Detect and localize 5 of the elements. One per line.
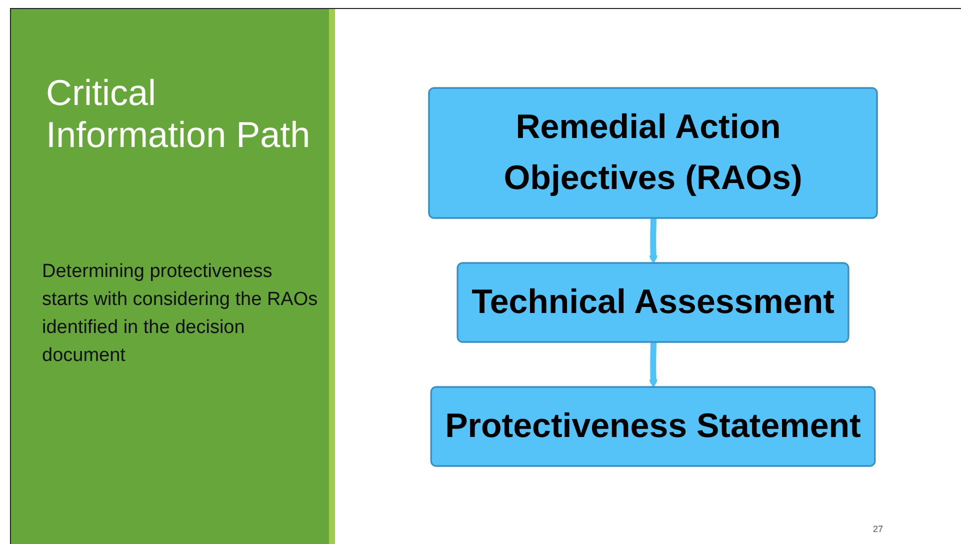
page-number: 27 [873,524,884,534]
arrow [648,342,658,388]
description-text: Determining protectiveness starts with considering the RAOs identified in the decision document [42,260,319,368]
arrow [648,218,658,264]
slide-title: Critical Information Path [46,72,312,156]
